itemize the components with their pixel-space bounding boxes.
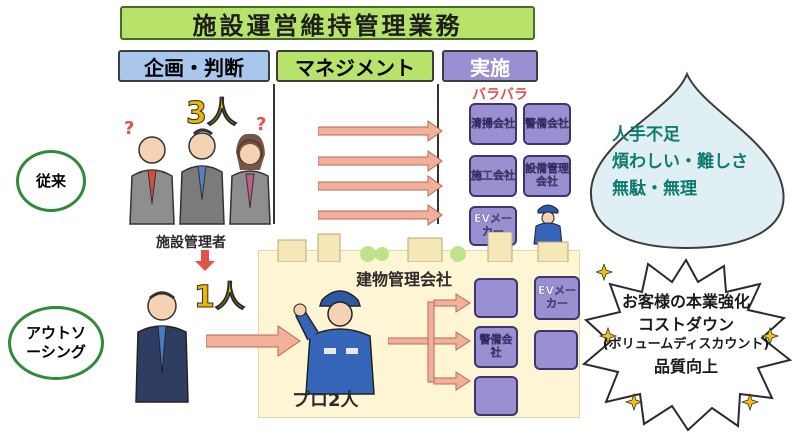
column-header-management: マネジメント [276, 50, 434, 82]
scattered-label: バラバラ [472, 87, 528, 103]
pro-count: プロ2人 [292, 386, 359, 412]
vendor-label: 警備会社 [525, 116, 569, 130]
benefit-item: お客様の本業強化 [621, 292, 750, 311]
question-mark-icon: ? [124, 118, 134, 139]
section-label-outsourcing: アウトソーシング [8, 306, 104, 380]
branch-arrows [388, 293, 471, 391]
sparkle-icon [596, 264, 614, 282]
arrow-right-icon [318, 150, 443, 172]
arrow-right-icon [433, 293, 471, 313]
benefit-item: (ボリュームディスカウント) [602, 337, 770, 353]
vendor-box-elevator: EVメーカー [534, 276, 580, 320]
sparkle-icon [760, 326, 780, 346]
vendor-box-security: 警備会社 [523, 103, 571, 145]
vendor-box-blank [474, 376, 518, 416]
vendor-box-blank [534, 330, 578, 370]
people-count-conventional: 3人 [186, 96, 238, 132]
column-header-execution: 実施 [442, 50, 538, 82]
section-label-text: 従来 [35, 171, 66, 190]
role-label: 施設管理者 [156, 235, 226, 251]
benefit-list: お客様の本業強化 コストダウン (ボリュームディスカウント) 品質向上 [588, 290, 784, 378]
problem-item: 煩わしい・難しさ [612, 152, 748, 173]
page-title: 施設運営維持管理業務 [192, 11, 463, 40]
arrow-right-icon [318, 175, 443, 197]
sparkle-icon [598, 326, 618, 346]
down-arrow-icon [195, 250, 215, 271]
vendor-label: 警備会社 [479, 333, 513, 359]
column-divider [437, 84, 439, 224]
person-icon [229, 133, 271, 225]
section-label-text: アウトソーシング [25, 324, 86, 361]
problem-cloud [589, 71, 785, 250]
column-divider [273, 84, 275, 224]
problem-item: 人手不足 [612, 125, 680, 145]
vendor-label: EVメーカー [537, 284, 577, 310]
problem-item: 無駄・無理 [612, 179, 697, 200]
sparkle-icon [740, 392, 760, 412]
vendor-label: 清掃会社 [471, 116, 515, 130]
vendor-label: 設備管理会社 [525, 162, 569, 188]
person-icon [179, 128, 225, 225]
arrows-to-vendors [318, 120, 443, 226]
column-label-execution: 実施 [470, 55, 510, 80]
arrow-right-icon [318, 120, 443, 142]
problem-list: 人手不足 煩わしい・難しさ 無駄・無理 [612, 122, 772, 204]
section-label-conventional: 従来 [16, 150, 86, 212]
sparkle-icon [624, 392, 644, 412]
people-count-outsourcing: 1人 [194, 280, 246, 316]
person-icon [129, 136, 175, 225]
pro-count-label: プロ2人 [292, 390, 359, 411]
worker-icon [293, 290, 375, 395]
column-label-planning: 企画・判断 [144, 55, 244, 80]
cityscape-illustration [277, 232, 569, 262]
arrow-right-icon [206, 325, 301, 357]
column-label-management: マネジメント [295, 55, 415, 80]
vendor-box-security: 警備会社 [474, 326, 518, 368]
arrow-right-icon [318, 204, 443, 226]
title-banner: 施設運営維持管理業務 [120, 6, 535, 40]
company-label: 建物管理会社 [356, 270, 453, 289]
vendor-box-construction: 施工会社 [469, 155, 517, 197]
benefit-starburst [581, 258, 793, 432]
sparkles [596, 264, 780, 412]
vendor-box-cleaning: 清掃会社 [469, 103, 517, 145]
vendor-box-blank [474, 278, 518, 318]
arrow-right-icon [433, 371, 471, 391]
question-mark-icon: ? [256, 114, 266, 135]
person-icon [135, 291, 189, 403]
arrow-right-icon [433, 331, 471, 351]
column-header-planning: 企画・判断 [118, 50, 270, 82]
worker-icon [533, 204, 563, 245]
benefit-item: コストダウン [637, 315, 734, 335]
vendor-box-facility: 設備管理会社 [523, 155, 571, 197]
benefit-item: 品質向上 [653, 357, 718, 377]
managers-illustration: ? ? [124, 114, 271, 225]
vendor-label: 施工会社 [471, 168, 515, 182]
